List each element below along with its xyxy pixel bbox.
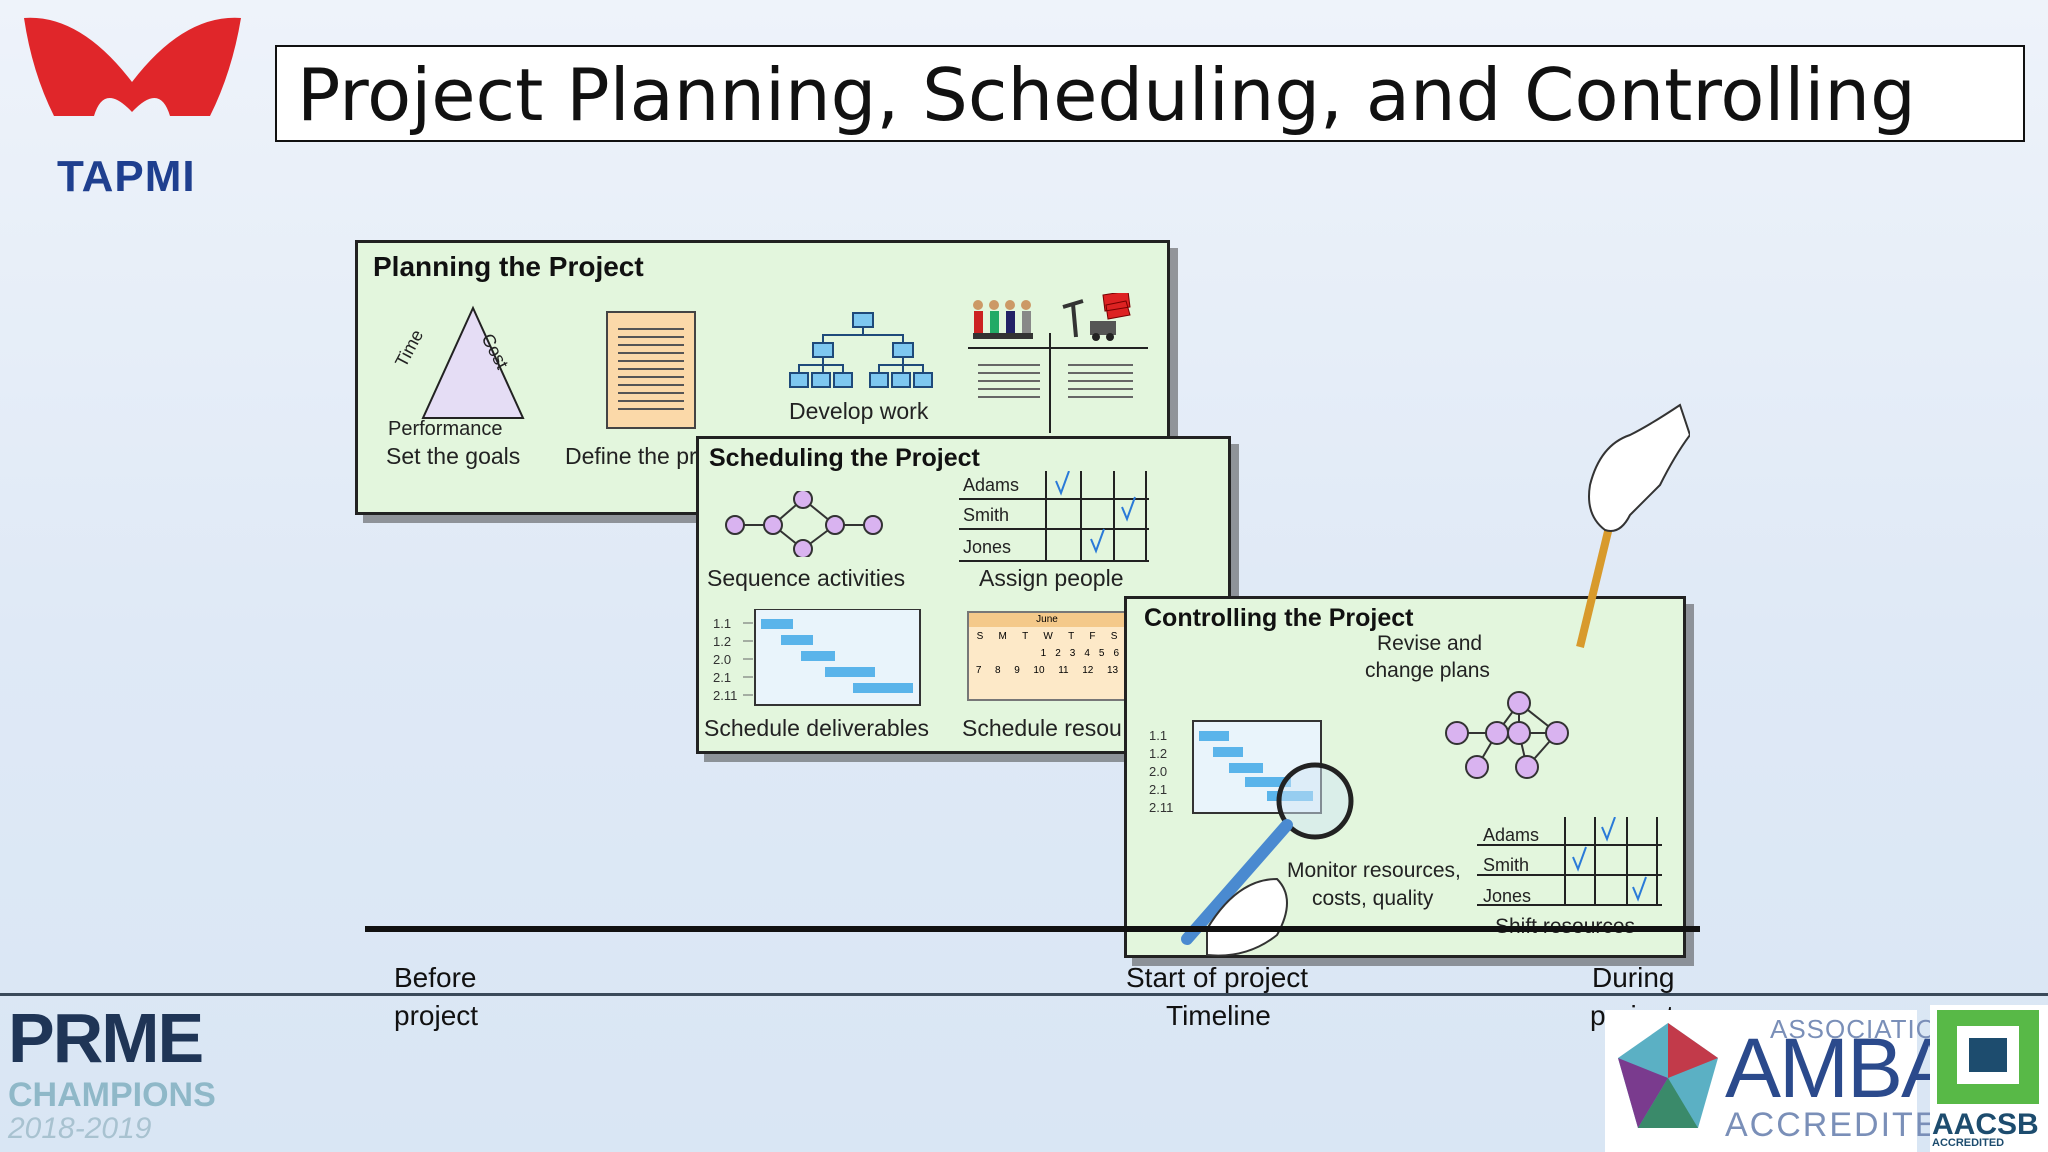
sequence-network-icon: [725, 491, 883, 557]
calendar-date: 4: [1084, 648, 1090, 659]
sequence-label: Sequence activities: [707, 565, 906, 591]
calendar-date: 10: [1033, 665, 1045, 676]
develop-label: Develop work: [789, 398, 929, 424]
calendar-day-header: S: [976, 631, 984, 642]
calendar-date: 13: [1106, 665, 1119, 676]
control-name-jones: Jones: [1483, 886, 1532, 906]
scheduling-title: Scheduling the Project: [709, 444, 980, 472]
assign-grid-icon: [959, 471, 1149, 562]
calendar-date: 6: [1113, 648, 1119, 659]
tapmi-logo-text: TAPMI: [57, 152, 196, 201]
prme-champions-text: CHAMPIONS: [8, 1076, 216, 1114]
calendar-day-header: M: [998, 631, 1007, 642]
wbs-item: 2.1: [713, 670, 732, 685]
controlling-panel: Controlling the Project Revise and chang…: [1124, 596, 1686, 958]
controlling-title: Controlling the Project: [1144, 604, 1414, 632]
calendar-date: 9: [1014, 665, 1020, 676]
calendar-month: June: [969, 613, 1125, 627]
hand-pencil-icon: [1576, 403, 1690, 648]
prme-years-text: 2018-2019: [8, 1112, 152, 1145]
document-icon: [606, 311, 696, 429]
calendar-day-header: T: [1022, 631, 1029, 642]
amba-gem-icon: [1618, 1023, 1718, 1128]
footer-divider: [0, 993, 2048, 996]
wbs-list: 1.1 1.2 2.0 2.1 2.11: [713, 615, 737, 705]
calendar-date: 11: [1058, 665, 1069, 676]
control-name-adams: Adams: [1483, 825, 1540, 845]
assign-label: Assign people: [979, 565, 1124, 591]
gantt-chart-icon: [743, 609, 921, 706]
calendar-date: 12: [1082, 665, 1094, 676]
aacsb-accredited-text: ACCREDITED: [1932, 1137, 2005, 1149]
calendar-date: 2: [1055, 648, 1061, 659]
wbs-item: 1.2: [713, 634, 732, 649]
prme-logo-text: PRME: [8, 999, 204, 1077]
work-breakdown-icon: [789, 312, 933, 388]
control-wbs-list: 1.1 1.2 2.0 2.1 2.11: [1149, 727, 1173, 817]
slide-title: Project Planning, Scheduling, and Contro…: [297, 53, 1916, 137]
define-label: Define the pr: [565, 443, 697, 469]
wbs-item: 2.11: [1149, 800, 1174, 815]
people-tools-icon: [968, 293, 1148, 433]
timeline-before-1: Before: [394, 962, 477, 993]
timeline-before-2: project: [394, 1000, 479, 1031]
schedule-name-adams: Adams: [963, 475, 1020, 495]
shift-grid-icon: [1477, 817, 1662, 906]
timeline-label: Timeline: [1166, 1000, 1271, 1031]
timeline-axis: [365, 926, 1700, 932]
scheduling-panel: Scheduling the Project Sequence activiti…: [696, 436, 1231, 754]
schedule-name-smith: Smith: [963, 505, 1010, 525]
revise-network-icon: [1445, 691, 1569, 779]
wbs-item: 1.1: [1149, 728, 1168, 743]
wbs-item: 2.0: [1149, 764, 1168, 779]
deliverables-label: Schedule deliverables: [704, 715, 930, 741]
calendar-date: 8: [995, 665, 1001, 676]
calendar-day-header: F: [1089, 631, 1096, 642]
wbs-item: 2.1: [1149, 782, 1168, 797]
wbs-item: 2.0: [713, 652, 732, 667]
slide-title-box: Project Planning, Scheduling, and Contro…: [275, 45, 2025, 142]
wbs-item: 2.11: [713, 688, 738, 703]
wbs-item: 1.1: [713, 616, 732, 631]
aacsb-logo-text: AACSB: [1932, 1108, 2039, 1141]
calendar-date: 7: [975, 665, 982, 676]
planning-title: Planning the Project: [373, 251, 644, 282]
calendar-date: 1: [1040, 648, 1047, 659]
calendar-date: 5: [1098, 648, 1105, 659]
calendar-date: 3: [1069, 648, 1076, 659]
amba-association-text: ASSOCIATION: [1770, 1014, 1957, 1044]
resources-label: Schedule resou: [962, 715, 1122, 741]
triangle-performance-label: Performance: [388, 418, 503, 440]
aacsb-square-icon: [1937, 1010, 2039, 1104]
set-goals-label: Set the goals: [386, 443, 521, 469]
calendar-day-header: S: [1110, 631, 1118, 642]
tapmi-logo-icon: [24, 17, 241, 116]
calendar-day-header: T: [1068, 631, 1075, 642]
magnifier-icon: [1181, 762, 1354, 957]
revise-label-1: Revise and: [1377, 632, 1483, 655]
timeline-start: Start of project: [1126, 962, 1309, 993]
control-name-smith: Smith: [1483, 855, 1530, 875]
schedule-name-jones: Jones: [963, 537, 1012, 557]
wbs-item: 1.2: [1149, 746, 1168, 761]
monitor-label-1: Monitor resources,: [1287, 859, 1461, 882]
timeline-during-1: During: [1592, 962, 1675, 993]
amba-logo-text: AMBA: [1725, 1021, 1957, 1115]
calendar-day-header: W: [1043, 631, 1053, 642]
monitor-label-2: costs, quality: [1312, 887, 1434, 910]
triangle-icon: [421, 305, 525, 419]
revise-label-2: change plans: [1365, 659, 1490, 682]
amba-accredited-text: ACCREDITED: [1725, 1106, 1967, 1144]
